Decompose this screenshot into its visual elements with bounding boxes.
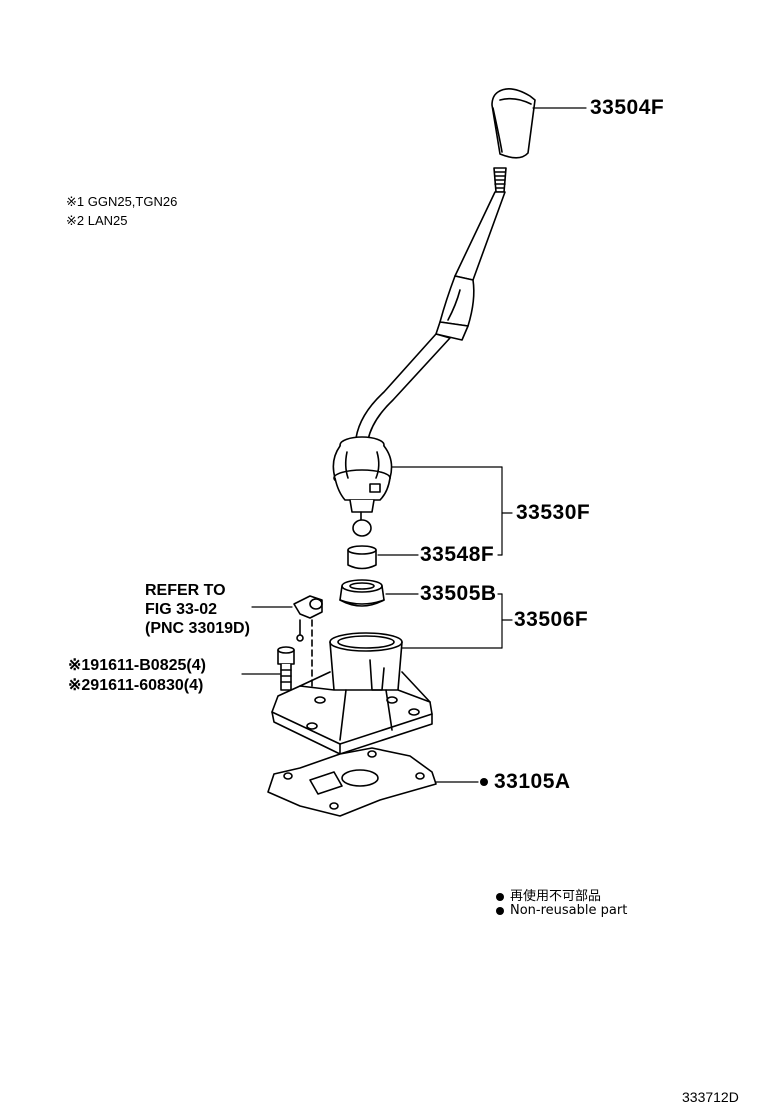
refer-line-3[interactable]: (PNC 33019D) xyxy=(145,620,250,637)
part-label-gasket[interactable]: 33105A xyxy=(480,770,571,794)
part-label-bolt-1[interactable]: ※191611-B0825(4) xyxy=(68,657,206,674)
part-label-boot[interactable]: 33505B xyxy=(420,582,497,605)
shift-retainer xyxy=(271,632,433,755)
lever-boot xyxy=(332,436,393,537)
legend-jp: 再使用不可部品 xyxy=(496,885,601,904)
shift-lever-shaft xyxy=(355,191,506,441)
part-label-bolt-2[interactable]: ※291611-60830(4) xyxy=(68,677,204,694)
legend-dot-icon xyxy=(496,906,504,915)
note-1: ※1 GGN25,TGN26 xyxy=(66,194,178,209)
leader-lines xyxy=(241,107,587,783)
refer-line-1: REFER TO xyxy=(145,582,226,599)
diagram-code: 333712D xyxy=(682,1089,739,1105)
shift-knob xyxy=(491,88,536,159)
part-label-bushing[interactable]: 33548F xyxy=(420,543,495,566)
refer-line-2[interactable]: FIG 33-02 xyxy=(145,601,218,618)
boot-seal xyxy=(339,579,385,607)
gasket-number: 33105A xyxy=(494,770,571,793)
bushing xyxy=(347,545,377,570)
lever-thread xyxy=(493,167,507,193)
part-label-retainer[interactable]: 33506F xyxy=(514,608,589,631)
refer-pin xyxy=(293,595,323,701)
legend-en: Non-reusable part xyxy=(496,903,627,918)
gasket xyxy=(267,747,437,817)
legend-jp-text: 再使用不可部品 xyxy=(510,889,602,904)
legend-en-text: Non-reusable part xyxy=(510,903,628,918)
bolt xyxy=(277,619,304,691)
legend-dot-icon xyxy=(496,892,504,901)
non-reusable-dot-icon xyxy=(480,778,488,787)
note-2: ※2 LAN25 xyxy=(66,213,128,228)
part-label-knob[interactable]: 33504F xyxy=(590,96,665,119)
part-label-lever-assy[interactable]: 33530F xyxy=(516,501,591,524)
